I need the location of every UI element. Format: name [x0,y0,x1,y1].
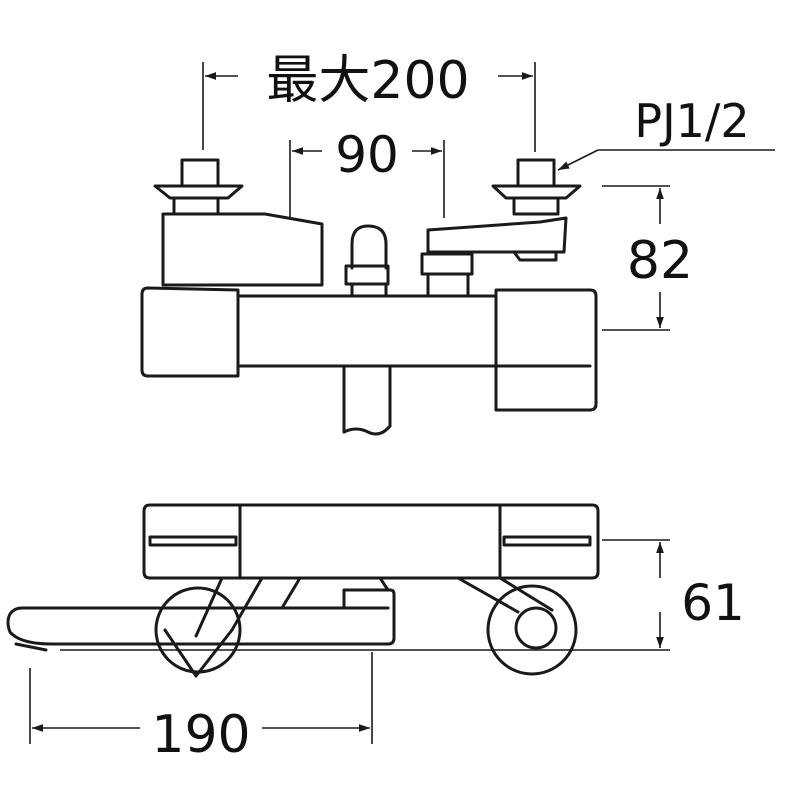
left-inlet-elbow [153,158,324,287]
projection-label: 61 [681,574,745,632]
main-body-side [142,503,600,580]
thread-callout: PJ1/2 [557,94,775,171]
center-spacing-label: 90 [335,126,399,184]
left-handle-side [154,576,302,678]
dimension-61: 61 [60,539,745,651]
right-handle-side [456,576,578,676]
side-view: 61 190 [6,503,745,765]
dimension-190: 190 [29,652,373,765]
center-outlet [344,224,390,298]
main-body-top [140,286,598,412]
thread-size-label: PJ1/2 [634,94,749,148]
top-view: 最大200 90 PJ1/2 82 [140,51,775,436]
dimension-max-200: 最大200 [202,51,536,152]
max-spacing-label: 最大200 [266,51,469,111]
dimension-82: 82 [602,185,693,331]
dimension-90: 90 [289,126,445,218]
shower-hose-pipe [342,364,392,436]
spout-length-label: 190 [151,705,250,765]
right-inlet-elbow [420,158,582,296]
height-label: 82 [627,231,693,291]
spout-side [6,576,396,652]
